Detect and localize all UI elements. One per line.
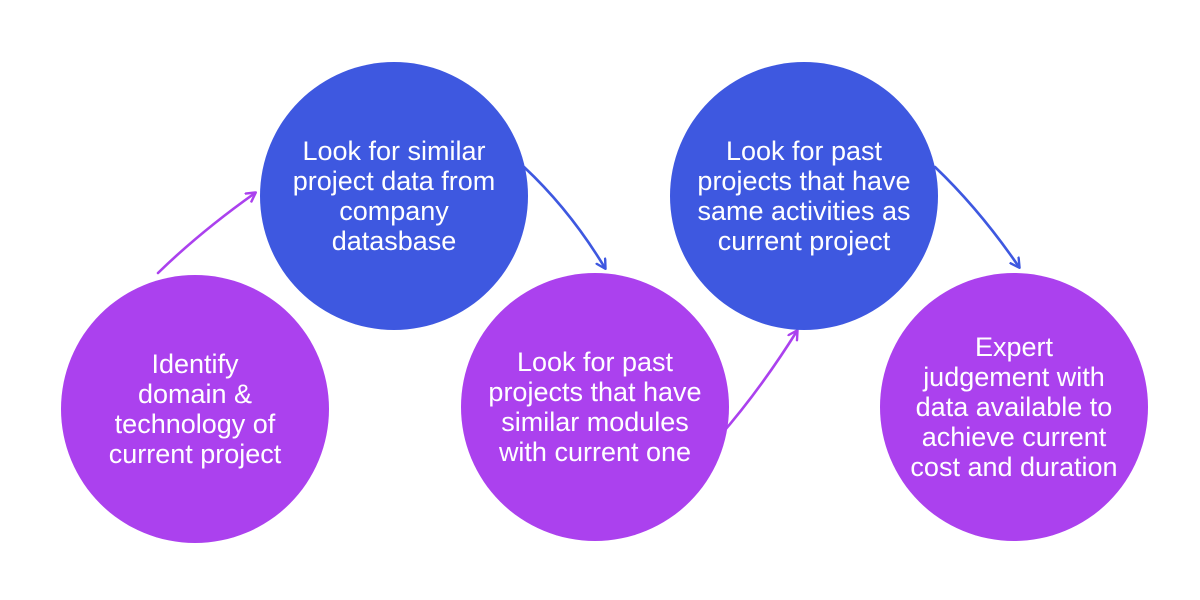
arrow-step2-to-step3 xyxy=(522,165,605,268)
step-3-circle: Look for past projects that have similar… xyxy=(461,273,729,541)
step-4-label: Look for past projects that have same ac… xyxy=(697,136,911,256)
step-4-circle: Look for past projects that have same ac… xyxy=(670,62,938,330)
step-1-circle: Identify domain & technology of current … xyxy=(61,275,329,543)
arrow-step1-to-step2 xyxy=(156,193,255,275)
arrow-step3-to-step4 xyxy=(717,331,797,439)
step-2-label: Look for similar project data from compa… xyxy=(292,136,496,256)
step-2-circle: Look for similar project data from compa… xyxy=(260,62,528,330)
step-1-label: Identify domain & technology of current … xyxy=(108,349,282,469)
step-5-label: Expert judgement with data available to … xyxy=(910,332,1118,482)
step-3-label: Look for past projects that have similar… xyxy=(488,347,702,467)
step-5-circle: Expert judgement with data available to … xyxy=(880,273,1148,541)
arrow-step4-to-step5 xyxy=(933,165,1019,267)
